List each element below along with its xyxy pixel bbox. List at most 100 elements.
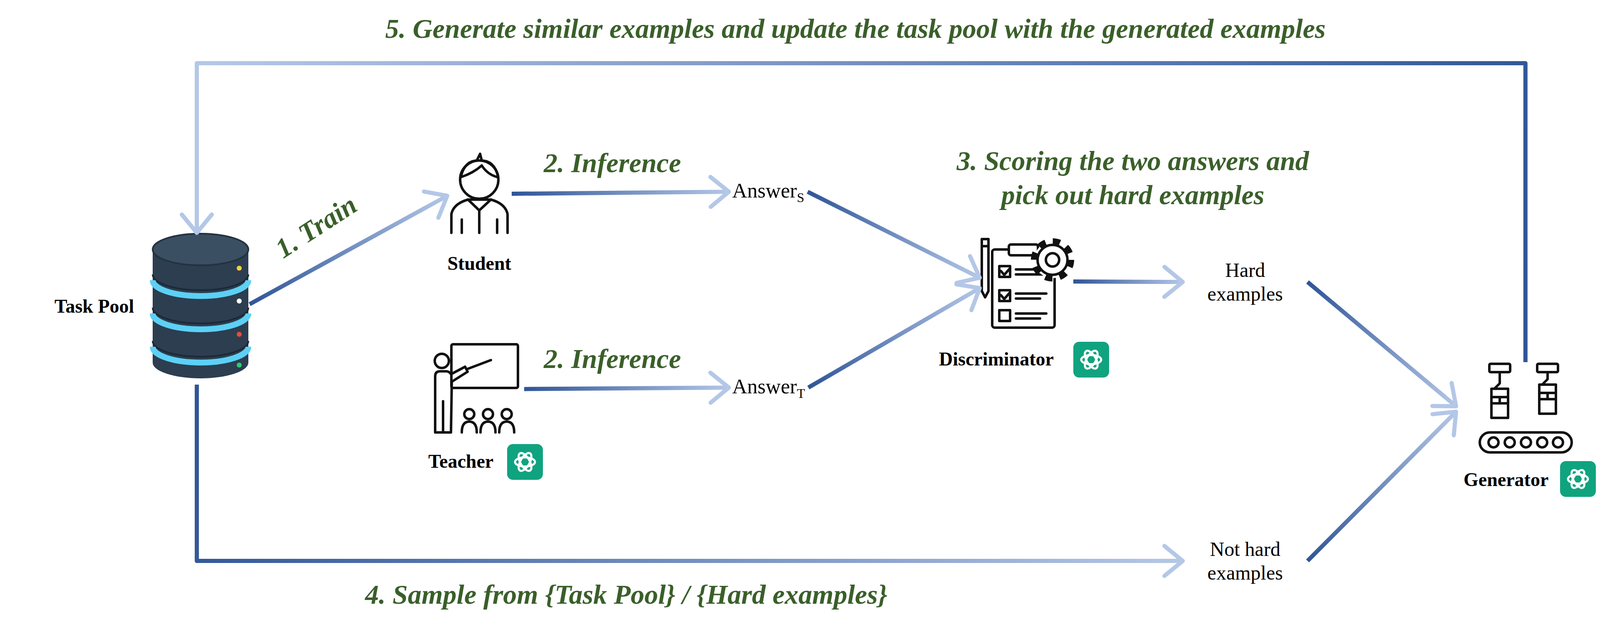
discriminator-icon-part xyxy=(1034,241,1071,279)
discriminator-icon-part xyxy=(1045,253,1060,267)
student-icon-part xyxy=(468,199,491,211)
teacher-icon-part xyxy=(480,421,496,433)
node-label: Discriminator xyxy=(938,347,1054,371)
database-icon-part xyxy=(152,274,249,291)
database-icon xyxy=(152,233,249,379)
database-icon-part xyxy=(236,265,242,271)
teacher-icon-part xyxy=(499,421,515,433)
teacher-icon-part xyxy=(435,366,468,433)
teacher-icon-part xyxy=(461,421,477,433)
step-label: 1. Train xyxy=(268,187,364,266)
answer-text: AnswerS xyxy=(728,178,808,206)
generator-icon-part xyxy=(1491,397,1509,419)
connector-arrow xyxy=(807,191,980,283)
arrow-head xyxy=(710,373,729,404)
discriminator-icon-part xyxy=(999,266,1011,278)
example-text: Not hard examples xyxy=(1182,537,1308,586)
connector-line xyxy=(511,191,727,194)
generator-icon-part xyxy=(1552,437,1563,448)
connector-line xyxy=(196,63,1526,363)
generator-icon-part xyxy=(1494,372,1500,389)
discriminator-icon-part xyxy=(981,245,989,248)
database-icon-part xyxy=(236,362,242,368)
generator-icon-part xyxy=(1488,437,1499,448)
database-icon-part xyxy=(152,280,249,297)
student-icon-part xyxy=(495,219,499,233)
arrow-head xyxy=(1432,383,1457,407)
step-label: 3. Scoring the two answers and pick out … xyxy=(956,143,1310,213)
student-icon-part xyxy=(460,165,498,178)
connector-arrow xyxy=(196,384,1183,577)
student-icon-part xyxy=(478,210,481,233)
database-icon-part xyxy=(152,341,249,357)
discriminator-icon-part xyxy=(1015,317,1041,320)
database-icon-part xyxy=(236,331,242,337)
teacher-icon-part xyxy=(434,354,449,369)
student-icon xyxy=(451,153,508,233)
arrow-head xyxy=(181,214,212,233)
teacher-icon-part xyxy=(501,409,512,420)
connector-arrow xyxy=(1307,411,1457,562)
student-icon-part xyxy=(460,160,499,199)
openai-logo xyxy=(1073,341,1110,378)
openai-logo xyxy=(507,444,543,481)
node-label: Answer xyxy=(732,178,798,203)
connector-line xyxy=(196,384,1181,562)
connector-arrow xyxy=(181,63,1526,363)
discriminator-icon-part xyxy=(999,290,1011,302)
connector-arrow xyxy=(808,284,980,388)
database-icon-part xyxy=(152,233,249,266)
step-label: 2. Inference xyxy=(543,146,682,181)
student-icon-part xyxy=(460,219,464,233)
teacher-icon-part xyxy=(441,401,445,433)
arrow-head xyxy=(710,177,729,208)
generator-icon-part xyxy=(1539,393,1556,414)
connector-line xyxy=(1307,282,1455,406)
node-label: Hard examples xyxy=(1201,258,1289,307)
discriminator-icon-part xyxy=(1015,292,1047,295)
node-label: Task Pool xyxy=(54,294,134,318)
node-label: Answer xyxy=(732,374,798,399)
step-label: 4. Sample from {Task Pool} / {Hard examp… xyxy=(365,577,888,613)
generator-icon-part xyxy=(1491,397,1509,404)
database-icon-part xyxy=(152,346,249,363)
generator-icon-part xyxy=(1479,432,1572,453)
connector-arrow xyxy=(511,177,729,208)
arrow-head xyxy=(956,284,980,311)
student-icon-part xyxy=(476,153,482,161)
arrow-head xyxy=(956,256,980,283)
node-label: Student xyxy=(447,252,512,275)
arrow-head xyxy=(1164,267,1183,298)
generator-icon-part xyxy=(1520,437,1531,448)
subscript: T xyxy=(797,386,806,402)
teacher-node: Teacher xyxy=(428,342,525,434)
discriminator-node: Discriminator xyxy=(979,234,1074,329)
discriminator-icon-part xyxy=(1015,312,1047,315)
database-icon-part xyxy=(152,249,249,379)
connector-arrow xyxy=(1307,282,1457,407)
connector-line xyxy=(1307,413,1455,562)
teacher-icon-part xyxy=(464,409,475,420)
generator-icon xyxy=(1479,364,1572,453)
discriminator-icon-part xyxy=(1015,297,1041,300)
generator-icon-part xyxy=(1542,372,1548,385)
database-icon-part xyxy=(152,313,249,330)
generator-icon-part xyxy=(1504,437,1515,448)
connector-arrow xyxy=(1073,267,1183,298)
arrow-head xyxy=(423,191,448,218)
student-icon-part xyxy=(451,199,508,233)
connector-line xyxy=(808,289,979,388)
discriminator-icon-part xyxy=(1037,245,1068,275)
discriminator-icon-part xyxy=(999,310,1011,322)
database-icon-part xyxy=(236,298,242,304)
database-node: Task Pool xyxy=(151,232,250,385)
teacher-icon-part xyxy=(466,360,491,370)
discriminator-icon-part xyxy=(1000,292,1011,300)
database-icon-part xyxy=(152,307,249,324)
node-label: Teacher xyxy=(428,450,494,474)
generator-icon-part xyxy=(1539,393,1556,400)
teacher-icon-part xyxy=(451,344,518,389)
